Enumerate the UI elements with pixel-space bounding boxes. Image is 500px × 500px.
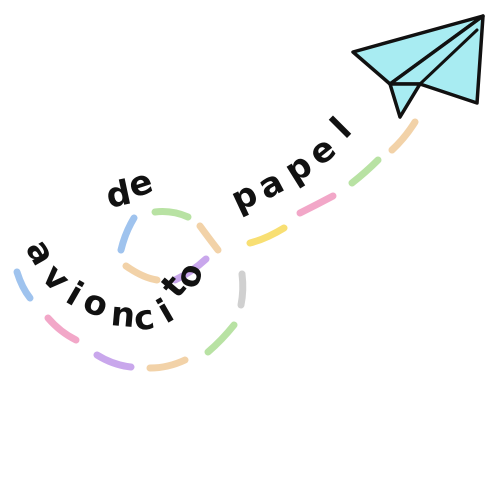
trail-dash <box>151 208 192 221</box>
trail-dash <box>146 356 189 372</box>
letter: n <box>109 294 137 336</box>
trail-dash <box>44 314 80 344</box>
paper-plane-icon <box>351 14 485 119</box>
trail-dash <box>93 351 135 371</box>
trail-dash <box>196 222 222 254</box>
trail-dash <box>246 224 288 247</box>
word-papel: p a p e l <box>225 110 360 220</box>
trail-dash <box>388 118 419 154</box>
plane-fold <box>418 28 479 86</box>
trail-dash <box>13 268 34 302</box>
dashed-trail <box>13 118 419 372</box>
trail-dash <box>296 192 337 217</box>
plane-fold <box>388 14 485 86</box>
plane-keel <box>388 82 422 119</box>
word-de: d e <box>103 161 158 216</box>
trail-dash <box>122 262 161 284</box>
trail-dash <box>204 321 238 356</box>
trail-dash <box>171 255 210 284</box>
trail-dash <box>237 270 247 309</box>
trail-dash <box>117 214 138 254</box>
trail-dash <box>348 156 382 187</box>
word-avioncito: a v i o n c i t o <box>17 233 212 340</box>
